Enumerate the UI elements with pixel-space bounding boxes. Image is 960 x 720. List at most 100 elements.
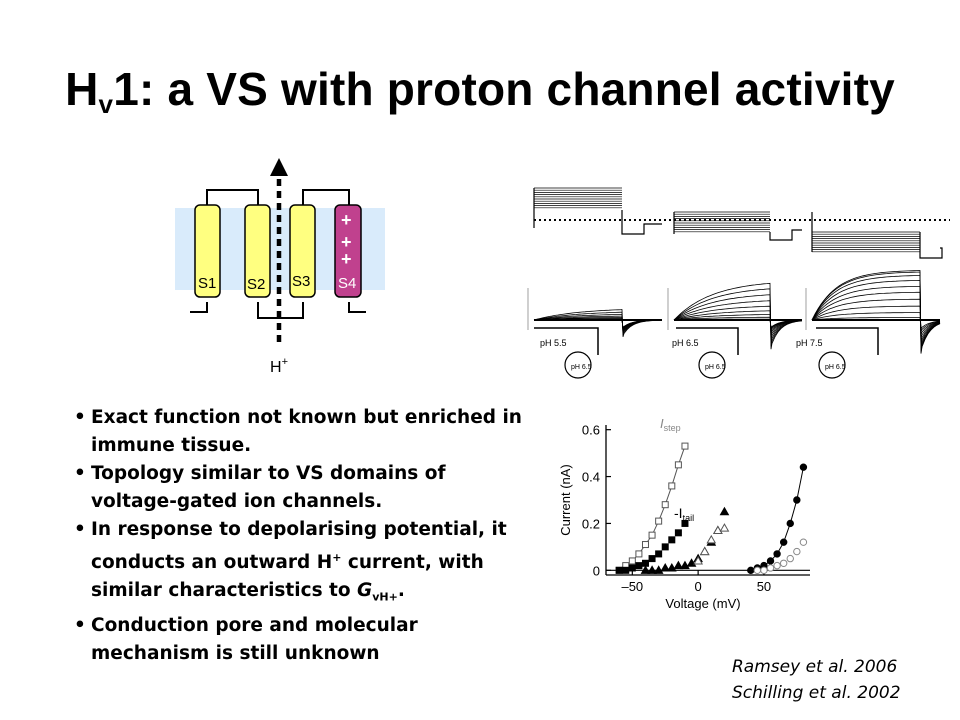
panel-2-bracket — [676, 327, 739, 355]
bullet-list: Exact function not known but enriched in… — [74, 404, 534, 668]
data-point — [681, 519, 689, 527]
data-point — [773, 550, 781, 558]
data-point — [719, 506, 730, 516]
title-subscript: v — [98, 89, 114, 119]
panel-1-ph-out: pH 5.5 — [540, 338, 567, 348]
data-point — [635, 550, 643, 558]
data-point — [693, 555, 703, 565]
panel-1-bracket — [534, 327, 599, 355]
data-point — [753, 566, 762, 575]
label-s2: S2 — [247, 276, 265, 293]
loop-s3-s4 — [302, 189, 350, 210]
bullet-2: Topology similar to VS domains of voltag… — [74, 460, 534, 516]
data-point — [706, 534, 717, 544]
series-open-circle — [753, 538, 808, 575]
topology-diagram: S1 S2 S3 S4 + + + H+ — [175, 158, 385, 376]
data-point — [653, 565, 664, 574]
data-point — [786, 554, 794, 563]
panel-2-ph-in: pH 6.5 — [705, 364, 726, 371]
current-trace — [673, 305, 803, 337]
label-s4: S4 — [338, 275, 356, 292]
data-point — [660, 562, 671, 572]
data-point — [622, 566, 630, 574]
data-point — [786, 519, 794, 528]
data-point — [680, 560, 690, 570]
data-point — [648, 531, 656, 539]
reference-2: Schilling et al. 2002 — [732, 683, 901, 703]
data-point — [799, 463, 808, 471]
data-point — [615, 566, 623, 574]
data-point — [766, 557, 775, 565]
series-open-triangle — [693, 523, 730, 565]
data-point — [647, 565, 657, 574]
x-tick-label: –50 — [621, 579, 643, 594]
data-point — [799, 538, 808, 546]
y-tick-label: 0.2 — [582, 516, 600, 531]
data-point — [719, 523, 730, 532]
panel-2-ph-out: pH 6.5 — [672, 338, 699, 348]
current-trace — [673, 288, 803, 347]
protocol-outline — [811, 212, 943, 259]
data-point — [773, 561, 781, 570]
data-point — [747, 566, 755, 575]
panel-1-ph-in: pH 6.5 — [571, 364, 592, 371]
x-axis-label: Voltage (mV) — [665, 596, 740, 611]
data-point — [628, 564, 636, 572]
current-trace — [811, 270, 941, 354]
data-point — [673, 560, 684, 570]
data-point — [641, 541, 649, 549]
bullet-1: Exact function not known but enriched in… — [74, 404, 534, 460]
c-terminus-line — [348, 302, 366, 313]
data-point — [661, 543, 669, 551]
data-point — [766, 564, 775, 572]
panel-3-ph-out: pH 7.5 — [796, 338, 823, 348]
data-point — [655, 550, 663, 558]
panel-3-cell-icon — [818, 351, 846, 379]
bullet-4: Conduction pore and molecular mechanism … — [74, 612, 534, 668]
panel-3-ph-in: pH 6.5 — [825, 364, 846, 371]
y-tick-label: 0.6 — [582, 423, 600, 438]
data-point — [648, 555, 656, 563]
helix-s3 — [289, 204, 316, 298]
label-s3: S3 — [292, 273, 310, 290]
ph-panel-3: pH 7.5 pH 6.5 — [796, 327, 879, 379]
voltage-protocols — [533, 187, 943, 259]
helix-s2 — [244, 204, 271, 298]
helix-s4 — [334, 204, 362, 298]
data-point — [674, 529, 682, 537]
data-point — [793, 496, 801, 504]
panel-2-cell-icon — [698, 351, 726, 379]
title-h: H — [65, 63, 99, 115]
protocol-outline — [533, 188, 662, 235]
loop-s1-s2 — [206, 189, 259, 210]
proton-label: H+ — [270, 356, 288, 376]
iv-series — [615, 442, 808, 575]
panel-1-cell-icon — [564, 351, 592, 379]
data-point — [655, 517, 663, 525]
data-point — [779, 559, 788, 567]
current-traces-figure: pH 5.5 pH 6.5 pH 6.5 pH 6.5 pH 7.5 pH 6.… — [527, 187, 950, 379]
annotation-i-step: Istep — [660, 416, 681, 433]
annotation-i-tail: -Itail — [674, 505, 694, 523]
data-point — [668, 482, 676, 490]
data-point — [779, 538, 788, 546]
current-trace — [673, 310, 803, 335]
y-tick-label: 0 — [593, 563, 600, 578]
series-filled-circle — [747, 463, 808, 575]
data-point — [793, 547, 801, 556]
current-trace — [673, 282, 803, 350]
charge-3: + — [341, 249, 352, 269]
data-point — [713, 525, 723, 534]
title-rest: 1: a VS with proton channel activity — [113, 63, 895, 115]
arrow-head-icon — [270, 158, 288, 176]
protocol-outline — [673, 212, 802, 241]
current-trace — [533, 309, 661, 338]
data-point — [760, 566, 768, 575]
x-tick-label: 50 — [757, 579, 771, 594]
current-trace — [673, 300, 803, 340]
data-point — [661, 501, 669, 509]
data-point — [640, 565, 651, 574]
label-s1: S1 — [198, 275, 216, 292]
data-point — [674, 461, 682, 469]
